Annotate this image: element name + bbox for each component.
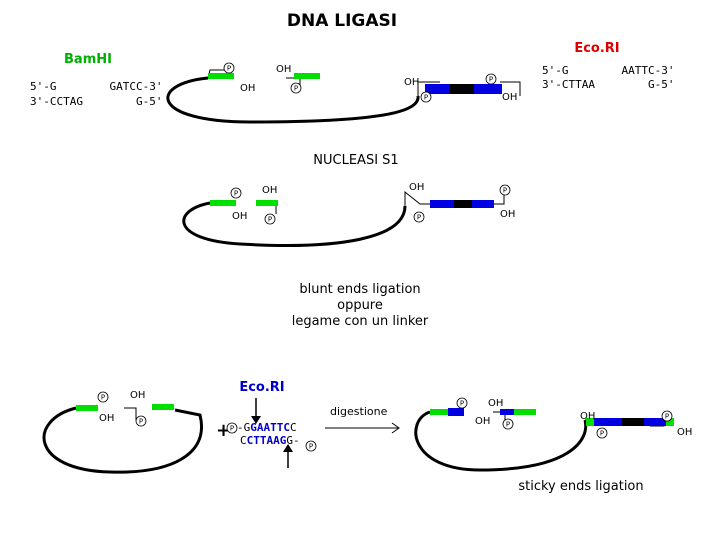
svg-text:P: P bbox=[460, 400, 464, 408]
plasmid-4-green-left bbox=[76, 405, 98, 411]
svg-text:P: P bbox=[227, 65, 231, 73]
plasmid-4r-blue-1 bbox=[448, 408, 464, 416]
svg-text:P: P bbox=[503, 187, 507, 195]
blunt-black bbox=[454, 200, 472, 208]
phosphate-linker-top: P bbox=[226, 422, 238, 434]
blunt-green-left bbox=[210, 200, 236, 206]
phosphate-4a: P bbox=[97, 391, 109, 403]
ecori-fragment-blue-right bbox=[474, 84, 502, 94]
svg-text:P: P bbox=[665, 413, 669, 421]
oh-label-1b: OH bbox=[240, 83, 255, 94]
svg-text:P: P bbox=[101, 394, 105, 402]
ecori-linker-label: Eco.RI bbox=[239, 380, 284, 395]
sticky-ends-ligation-label: sticky ends ligation bbox=[518, 479, 643, 494]
bamhi-sticky-end-left bbox=[208, 73, 234, 79]
phosphate-1c: P bbox=[485, 73, 497, 85]
bamhi-sticky-end-right bbox=[294, 73, 320, 79]
oh-label-4a: OH bbox=[130, 390, 145, 401]
svg-text:P: P bbox=[424, 94, 428, 102]
linker-top-strand: -GGAATTCC bbox=[237, 421, 297, 434]
oh-label-4b: OH bbox=[99, 413, 114, 424]
blunt-blue-right bbox=[472, 200, 494, 208]
ecori-fragment-blue-left bbox=[425, 84, 451, 94]
bamhi-label: BamHI bbox=[64, 52, 112, 67]
oh-label-4c: OH bbox=[488, 398, 503, 409]
phosphate-2d: P bbox=[413, 211, 425, 223]
phosphate-2c: P bbox=[499, 184, 511, 196]
plasmid-4r-green-1 bbox=[430, 409, 448, 415]
phosphate-2b: P bbox=[264, 213, 276, 225]
svg-text:P: P bbox=[230, 425, 234, 433]
oh-label-4e: OH bbox=[580, 411, 595, 422]
ecori-fragment-black bbox=[450, 84, 474, 94]
phosphate-4d: P bbox=[502, 418, 514, 430]
svg-text:P: P bbox=[294, 85, 298, 93]
plasmid-1 bbox=[166, 69, 521, 124]
phosphate-2a: P bbox=[230, 187, 242, 199]
linker-label: legame con un linker bbox=[292, 314, 429, 329]
page-title: DNA LIGASI bbox=[287, 11, 397, 31]
svg-text:P: P bbox=[234, 190, 238, 198]
svg-text:P: P bbox=[309, 443, 313, 451]
plasmid-2 bbox=[182, 190, 505, 247]
svg-text:P: P bbox=[268, 216, 272, 224]
ecori-sequence-top: 5'-G AATTC-3' bbox=[542, 64, 674, 77]
plasmid-4r-green-2 bbox=[514, 409, 536, 415]
phosphate-1d: P bbox=[420, 91, 432, 103]
plasmid-4r-black bbox=[622, 418, 644, 426]
ecori-sequence-bottom: 3'-CTTAA G-5' bbox=[542, 78, 674, 91]
plasmid-4r-blue-4 bbox=[644, 418, 666, 426]
phosphate-4e: P bbox=[661, 410, 673, 422]
phosphate-1a: P bbox=[223, 62, 235, 74]
plasmid-4-green-right bbox=[152, 404, 174, 410]
oh-label-2d: OH bbox=[500, 209, 515, 220]
linker-top-site: GAATTC bbox=[250, 421, 290, 434]
phosphate-linker-bottom: P bbox=[305, 440, 317, 452]
plasmid-4-left bbox=[42, 404, 203, 474]
cut-arrow-bottom-head bbox=[283, 444, 293, 452]
linker-bottom-suffix: G- bbox=[286, 434, 299, 447]
bamhi-sequence-bottom: 3'-CCTAG G-5' bbox=[30, 95, 162, 108]
plasmid-4-right bbox=[414, 408, 674, 472]
oh-label-1c: OH bbox=[404, 77, 419, 88]
plasmid-4r-blue-2 bbox=[500, 409, 514, 415]
bamhi-sequence-top: 5'-G GATCC-3' bbox=[30, 80, 162, 93]
oh-label-2c: OH bbox=[409, 182, 424, 193]
oh-label-1a: OH bbox=[276, 64, 291, 75]
oh-label-4f: OH bbox=[677, 427, 692, 438]
svg-text:P: P bbox=[600, 430, 604, 438]
phosphate-4f: P bbox=[596, 427, 608, 439]
oh-label-2a: OH bbox=[262, 185, 277, 196]
phosphate-4c: P bbox=[456, 397, 468, 409]
svg-text:P: P bbox=[489, 76, 493, 84]
linker-bottom-prefix: C bbox=[240, 434, 247, 447]
blunt-blue-left bbox=[430, 200, 454, 208]
cut-arrow-top-head bbox=[251, 416, 261, 424]
linker-bottom-strand: CCTTAAGG- bbox=[240, 434, 300, 447]
oh-label-1d: OH bbox=[502, 92, 517, 103]
plasmid-4r-green-3 bbox=[586, 418, 594, 426]
linker-top-prefix: -G bbox=[237, 421, 250, 434]
oh-label-4d: OH bbox=[475, 416, 490, 427]
ecori-label-top: Eco.RI bbox=[574, 41, 619, 56]
svg-text:P: P bbox=[506, 421, 510, 429]
nuclease-s1-label: NUCLEASI S1 bbox=[313, 153, 398, 168]
linker-bottom-site: CTTAAG bbox=[247, 434, 287, 447]
blunt-green-right bbox=[256, 200, 278, 206]
oppure-label: oppure bbox=[337, 298, 383, 313]
plus-sign: + bbox=[216, 420, 231, 441]
digestion-arrow-head bbox=[391, 422, 400, 434]
digestion-label: digestione bbox=[330, 405, 388, 418]
oh-label-2b: OH bbox=[232, 211, 247, 222]
linker-top-suffix: C bbox=[290, 421, 297, 434]
plasmid-4r-blue-3 bbox=[594, 418, 622, 426]
phosphate-4b: P bbox=[135, 415, 147, 427]
blunt-ends-ligation-label: blunt ends ligation bbox=[299, 282, 420, 297]
phosphate-1b: P bbox=[290, 82, 302, 94]
svg-text:P: P bbox=[139, 418, 143, 426]
plasmid-4r-green-4 bbox=[666, 418, 674, 426]
svg-text:P: P bbox=[417, 214, 421, 222]
